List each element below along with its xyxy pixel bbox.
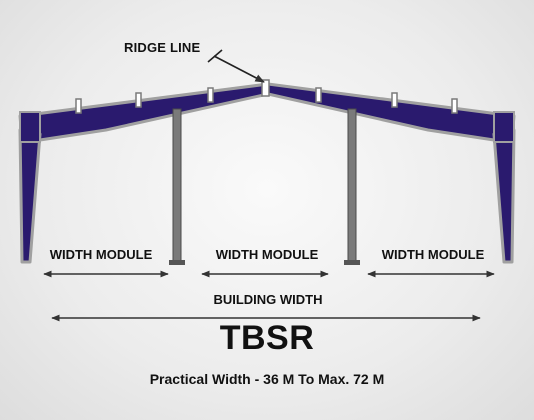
left-knee-plate: [19, 111, 41, 143]
ridge-line-label: RIDGE LINE: [124, 40, 201, 55]
interior-column-left: [172, 108, 182, 263]
purlin-clips: [75, 79, 458, 114]
left-rafter: [18, 82, 270, 142]
right-knee-plate: [493, 111, 515, 143]
ridge-leader-tick: [207, 49, 223, 63]
width-module-right-label: WIDTH MODULE: [381, 247, 485, 262]
left-column: [18, 128, 42, 264]
diagram-title: TBSR: [219, 319, 315, 357]
interior-column-right: [347, 108, 357, 263]
right-rafter: [266, 82, 516, 142]
building-width-label: BUILDING WIDTH: [213, 292, 323, 307]
ridge-leader-line: [213, 55, 265, 83]
diagram-subtitle: Practical Width - 36 M To Max. 72 M: [149, 371, 385, 387]
width-module-center-label: WIDTH MODULE: [215, 247, 319, 262]
right-column: [492, 128, 516, 264]
interior-column-left-base: [169, 260, 185, 265]
interior-column-right-base: [344, 260, 360, 265]
width-module-left-label: WIDTH MODULE: [49, 247, 153, 262]
